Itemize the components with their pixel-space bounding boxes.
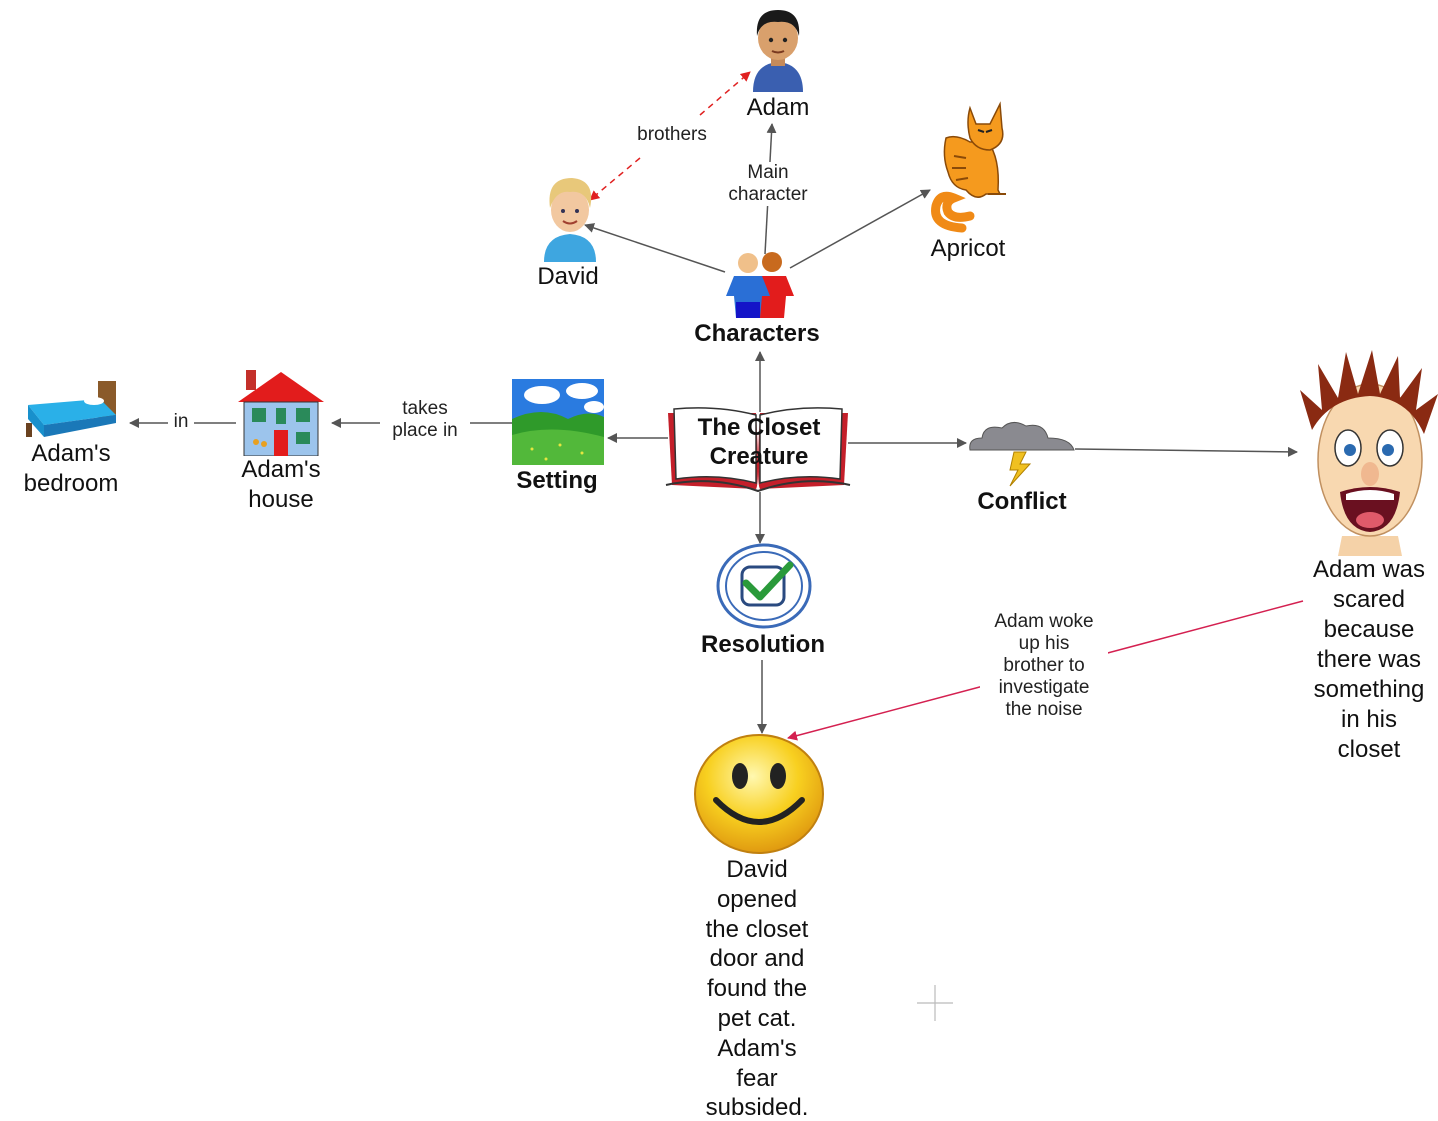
node-outcome[interactable]: David opened the closet door and found t… [680, 855, 834, 1121]
edge-label-main-character: Main character [716, 162, 820, 206]
node-scared-line: in his [1340, 706, 1398, 733]
node-outcome-line: pet cat. [717, 1004, 797, 1032]
node-outcome-line: David [726, 856, 788, 883]
storm-cloud-icon [969, 422, 1075, 487]
node-outcome-line: opened [716, 885, 798, 913]
center-node-title[interactable]: The Closet Creature [664, 413, 854, 471]
edge-characters-david [584, 223, 726, 273]
edge-label-line: character [728, 184, 808, 205]
node-outcome-line: Adam's [717, 1034, 797, 1062]
center-title-line: Creature [709, 443, 809, 470]
edge-label-line: place in [392, 420, 458, 441]
node-david[interactable]: David [537, 263, 599, 290]
edge-label-line: Adam woke [994, 611, 1094, 632]
edge-label-in: in [168, 411, 194, 433]
edge-label-line: up his [1018, 633, 1070, 654]
node-scared-line: because [1323, 616, 1415, 643]
boy-adam-icon [753, 10, 803, 92]
crosshair-cursor-icon [917, 985, 953, 1021]
landscape-icon [512, 379, 604, 465]
house-icon [238, 370, 324, 456]
edge-characters-apricot [789, 189, 931, 269]
node-bedroom-line: bedroom [23, 470, 119, 497]
node-outcome-line: door and [709, 945, 805, 973]
bed-icon [26, 381, 116, 437]
book-icon [665, 407, 851, 493]
smiley-icon [694, 734, 824, 854]
people-icon [726, 252, 794, 318]
node-outcome-line: found the [706, 975, 808, 1003]
node-scared-line: Adam was [1312, 556, 1426, 583]
node-outcome-line: fear [736, 1064, 778, 1092]
edge-conflict-scared [1074, 446, 1298, 457]
node-conflict[interactable]: Conflict [977, 488, 1067, 515]
node-bedroom[interactable]: Adam's bedroom [8, 439, 134, 499]
scared-face-icon [1300, 350, 1438, 556]
node-bedroom-line: Adam's [31, 440, 111, 467]
node-scared[interactable]: Adam was scared because there was someth… [1296, 555, 1438, 765]
edge-label-line: investigate [998, 677, 1090, 698]
node-house-line: Adam's [241, 456, 321, 483]
edge-label-line: Main [747, 162, 789, 183]
node-house[interactable]: Adam's house [222, 455, 340, 515]
edge-label-takes-place-in: takes place in [380, 398, 470, 442]
node-characters[interactable]: Characters [694, 320, 820, 347]
checkmark-icon [716, 543, 812, 629]
node-resolution[interactable]: Resolution [701, 631, 825, 658]
node-apricot[interactable]: Apricot [930, 235, 1006, 262]
node-house-line: house [248, 486, 314, 513]
node-scared-line: scared [1332, 586, 1406, 613]
node-scared-line: there was [1316, 646, 1422, 673]
node-scared-line: something [1313, 676, 1425, 703]
edge-label-line: the noise [1005, 699, 1083, 720]
edge-label-woke-up: Adam woke up his brother to investigate … [980, 611, 1108, 721]
node-outcome-line: subsided. [705, 1094, 809, 1121]
boy-david-icon [544, 178, 596, 262]
edge-label-brothers: brothers [628, 124, 716, 146]
edge-label-line: brother to [1003, 655, 1085, 676]
cat-icon [931, 101, 1006, 233]
node-outcome-line: the closet [705, 915, 809, 943]
edge-label-line: takes [402, 398, 448, 419]
center-title-line: The Closet [697, 414, 821, 441]
node-adam[interactable]: Adam [746, 94, 810, 121]
node-scared-line: closet [1337, 736, 1401, 763]
node-setting[interactable]: Setting [516, 467, 598, 494]
